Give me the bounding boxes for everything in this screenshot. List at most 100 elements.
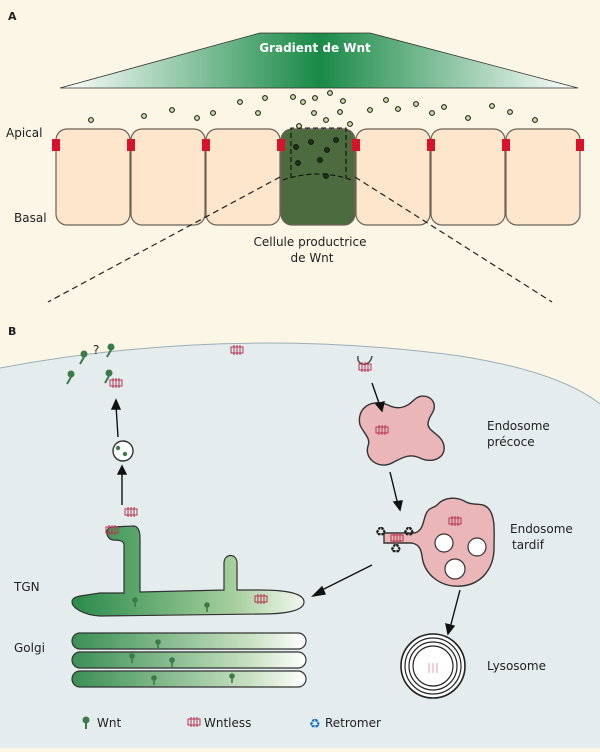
tight-junction: [202, 139, 210, 151]
apical-label: Apical: [6, 126, 42, 140]
trans-golgi-network: [71, 507, 305, 617]
wnt-particle: [340, 98, 346, 104]
wnt-gradient-wedge: Gradient de Wnt: [59, 32, 579, 89]
legend-wntless-label: Wntless: [204, 716, 251, 730]
tight-junction: [576, 139, 584, 151]
tgn-label: TGN: [13, 580, 40, 594]
wnt-particle: [383, 97, 389, 103]
wnt-particle: [429, 110, 435, 116]
wntless-icon: [124, 507, 138, 517]
wnt-particle: [88, 117, 94, 123]
wnt-particle: [489, 103, 495, 109]
late-endosome: [383, 497, 495, 587]
wnt-icon: [169, 657, 175, 667]
basal-label: Basal: [14, 211, 47, 225]
wnt-particle: [194, 115, 200, 121]
secreted-wnt-icon: [66, 370, 75, 385]
golgi-label: Golgi: [14, 641, 45, 655]
legend-retromer-label: Retromer: [325, 716, 381, 730]
tight-junction: [352, 139, 360, 151]
lysosome: [400, 633, 466, 699]
trafficking-arrows: [110, 382, 461, 636]
zoom-region: [290, 127, 347, 178]
wntless-icon: [109, 378, 123, 388]
epithelial-cell: [505, 128, 581, 226]
epithelial-cell: [355, 128, 431, 226]
producer-cell-label-line2: de Wnt: [291, 251, 334, 265]
wnt-particle: [337, 109, 343, 115]
wnt-particle: [323, 173, 329, 179]
wnt-particle: [296, 123, 302, 129]
wnt-particles: [88, 90, 538, 179]
wnt-particle: [465, 115, 471, 121]
epithelial-cells: [52, 127, 584, 226]
wnt-icon: [129, 653, 135, 663]
legend-wnt-label: Wnt: [97, 716, 121, 730]
legend-wnt-icon: [82, 716, 90, 729]
degraded-wntless-icon: [428, 663, 438, 673]
golgi-stack: [71, 632, 307, 688]
wnt-particle: [324, 147, 330, 153]
wnt-particle: [441, 104, 447, 110]
secreted-wnt-group: ?: [66, 343, 115, 385]
golgi-cisterna: [71, 670, 307, 688]
wntless-icon: [375, 425, 389, 435]
wntless-icon: [358, 362, 372, 372]
wnt-particle: [413, 101, 419, 107]
wnt-particle: [347, 121, 353, 127]
golgi-cisterna: [71, 632, 307, 650]
wntless-icon: [105, 525, 119, 535]
wnt-icon: [204, 602, 210, 612]
producer-cell-label-line1: Cellule productrice: [254, 235, 367, 249]
golgi-cisterna: [71, 651, 307, 669]
wnt-particle: [327, 90, 333, 96]
wnt-particle: [237, 99, 243, 105]
early-endosome: [358, 395, 445, 466]
wntless-icon: [254, 594, 268, 604]
wnt-particle: [141, 113, 147, 119]
lysosome-label: Lysosome: [487, 659, 546, 673]
zoom-lines: [47, 176, 553, 303]
epithelial-cell: [130, 128, 206, 226]
wnt-particle: [323, 117, 329, 123]
wnt-particle: [333, 137, 339, 143]
tight-junction: [277, 139, 285, 151]
late-endosome-label-line2: tardif: [512, 538, 545, 552]
wnt-particle: [300, 99, 306, 105]
gradient-label: Gradient de Wnt: [259, 41, 371, 55]
wnt-particle: [312, 95, 318, 101]
membrane-wntless-group: [109, 345, 244, 388]
early-endosome-label-line2: précoce: [487, 435, 535, 449]
panel-a-letter: A: [8, 10, 17, 23]
retromer-icon: ♻: [403, 525, 415, 540]
wnt-particle: [295, 160, 301, 166]
secreted-wnt-icon: [79, 350, 88, 365]
wnt-particle: [262, 95, 268, 101]
endocytic-pit: [357, 355, 373, 372]
wnt-particle: [367, 107, 373, 113]
wnt-particle: [293, 144, 299, 150]
wnt-icon: [151, 675, 157, 685]
panel-b-letter: B: [8, 325, 16, 338]
legend-wntless-icon: [187, 717, 201, 727]
epithelial-cell: [430, 128, 506, 226]
legend-retromer-icon: ♻: [309, 717, 321, 732]
tight-junction: [427, 139, 435, 151]
tight-junction: [502, 139, 510, 151]
wnt-icon: [229, 673, 235, 683]
tight-junction: [127, 139, 135, 151]
wnt-particle: [290, 94, 296, 100]
wnt-particle: [255, 110, 261, 116]
secreted-wnt-icon: [106, 343, 115, 358]
legend: Wnt Wntless ♻ Retromer: [82, 716, 381, 732]
early-endosome-label-line1: Endosome: [487, 419, 550, 433]
retromer-complexes: ♻♻♻: [375, 525, 415, 557]
secretory-vesicle: [112, 440, 134, 462]
wnt-particle: [308, 139, 314, 145]
wnt-particle: [169, 107, 175, 113]
wntless-icon: [448, 516, 462, 526]
wnt-icon: [132, 597, 138, 607]
plasma-membrane: [0, 342, 600, 405]
